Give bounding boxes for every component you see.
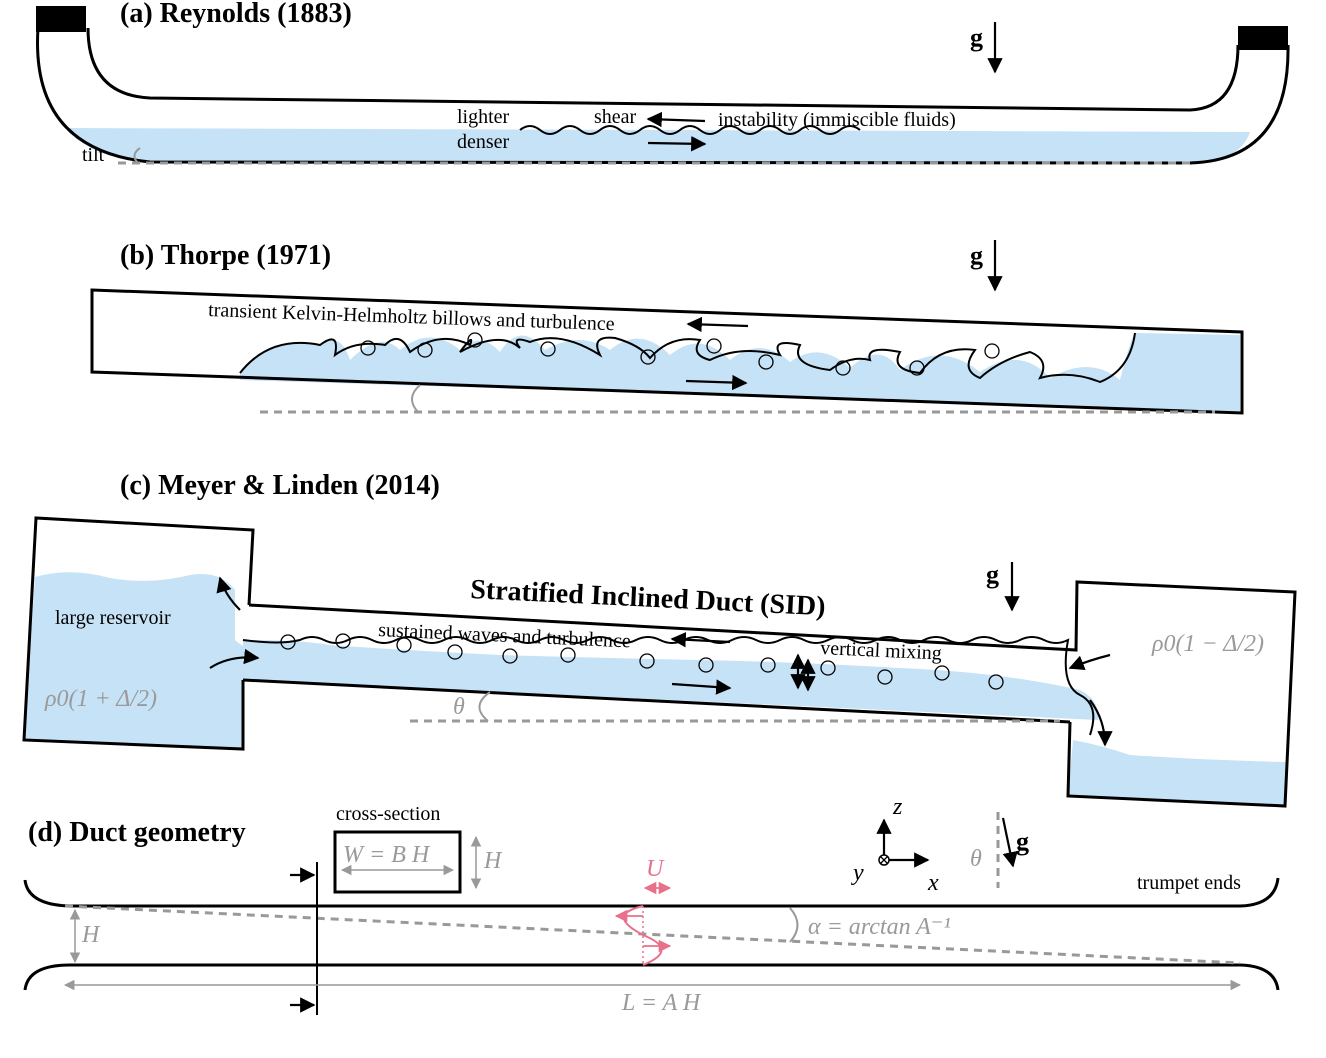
height-label-left: H <box>81 922 101 948</box>
height-label-box: H <box>483 848 503 874</box>
tilt-reference-d <box>64 904 1241 965</box>
billows-label: transient Kelvin-Helmholtz billows and t… <box>208 299 615 335</box>
lower-flow-arrow-b <box>685 374 748 391</box>
overflow-arrow-left <box>216 576 241 611</box>
duct-lower-fluid <box>243 640 1099 720</box>
alpha-angle-arc <box>789 907 799 943</box>
theta-label-d: θ <box>970 846 982 872</box>
eddies-b <box>360 332 1000 376</box>
sid-title: Stratified Inclined Duct (SID) <box>470 574 827 622</box>
gravity-arrow-d <box>1001 817 1018 868</box>
y-axis-cross-icon <box>880 856 888 864</box>
thorpe-tank <box>90 288 1244 415</box>
panel-c: (c) Meyer & Linden (2014) g Stratified I… <box>22 470 1297 808</box>
cross-section-box <box>333 830 462 894</box>
duct-lower-wall <box>23 963 1280 991</box>
denser-fluid-b <box>240 333 1240 412</box>
interface-c <box>242 636 1095 736</box>
panel-b-title: (b) Thorpe (1971) <box>120 240 331 271</box>
theta-label-c: θ <box>453 694 465 720</box>
duct-bottom-wall <box>242 678 1071 724</box>
length-label: L = A H <box>621 990 702 1016</box>
mixing-label: vertical mixing <box>820 637 943 664</box>
lower-flow-arrow-a <box>647 136 707 152</box>
gravity-label-a: g <box>970 23 983 52</box>
left-stopper <box>36 6 86 32</box>
velocity-label: U <box>646 856 665 882</box>
right-reservoir-fluid <box>1068 740 1286 806</box>
alpha-label: α = arctan A⁻¹ <box>808 914 951 940</box>
trumpet-ends-label: trumpet ends <box>1137 872 1241 894</box>
left-density-label: ρ0(1 + Δ/2) <box>44 686 157 712</box>
upper-flow-arrow-b <box>686 316 749 333</box>
gravity-label-c: g <box>986 560 999 589</box>
billow-interface-b <box>239 332 1136 384</box>
duct-upper-wall <box>23 877 1280 908</box>
denser-label: denser <box>457 131 510 153</box>
panel-b: (b) Thorpe (1971) g transient Kelvin-Hel… <box>90 240 1244 415</box>
velocity-profile <box>623 905 663 966</box>
right-density-label: ρ0(1 − Δ/2) <box>1151 631 1264 657</box>
y-axis-label: y <box>851 860 864 886</box>
denser-fluid-a <box>65 128 1250 163</box>
inflow-arrow-left <box>209 648 260 669</box>
panel-d-title: (d) Duct geometry <box>28 817 246 848</box>
tilt-angle-arc <box>133 147 141 164</box>
theta-angle-arc <box>478 691 491 722</box>
z-axis-label: z <box>892 794 903 820</box>
x-axis-label: x <box>927 870 939 896</box>
panel-c-title: (c) Meyer & Linden (2014) <box>120 470 440 501</box>
reynolds-tube-inner <box>86 27 1240 112</box>
upper-flow-arrow-a <box>646 111 706 128</box>
tilt-label: tilt <box>82 144 105 166</box>
width-label: W = B H <box>343 842 431 868</box>
panel-a: (a) Reynolds (1883) g lighter denser she… <box>36 0 1290 166</box>
shear-label: shear <box>594 106 637 128</box>
panel-a-title: (a) Reynolds (1883) <box>120 0 352 29</box>
eddies-c <box>280 633 1004 690</box>
reservoir-label: large reservoir <box>55 607 171 629</box>
left-reservoir-fluid <box>24 572 270 749</box>
tilt-angle-arc-b <box>411 384 421 413</box>
interface-a <box>519 125 861 135</box>
gravity-label-b: g <box>970 241 983 270</box>
inflow-arrow-right <box>1068 653 1111 671</box>
upper-flow-arrow-c <box>670 632 731 648</box>
overflow-arrow-right <box>1089 699 1113 747</box>
instability-label: instability (immiscible fluids) <box>718 109 956 131</box>
lighter-label: lighter <box>457 106 510 128</box>
panel-d: (d) Duct geometry cross-section W = B H … <box>23 794 1280 1016</box>
left-reservoir-wall <box>22 516 255 751</box>
cross-section-label: cross-section <box>336 803 440 825</box>
lower-flow-arrow-c <box>671 679 732 695</box>
duct-top-wall <box>248 580 1297 808</box>
gravity-label-d: g <box>1016 827 1029 856</box>
right-stopper <box>1238 26 1288 50</box>
